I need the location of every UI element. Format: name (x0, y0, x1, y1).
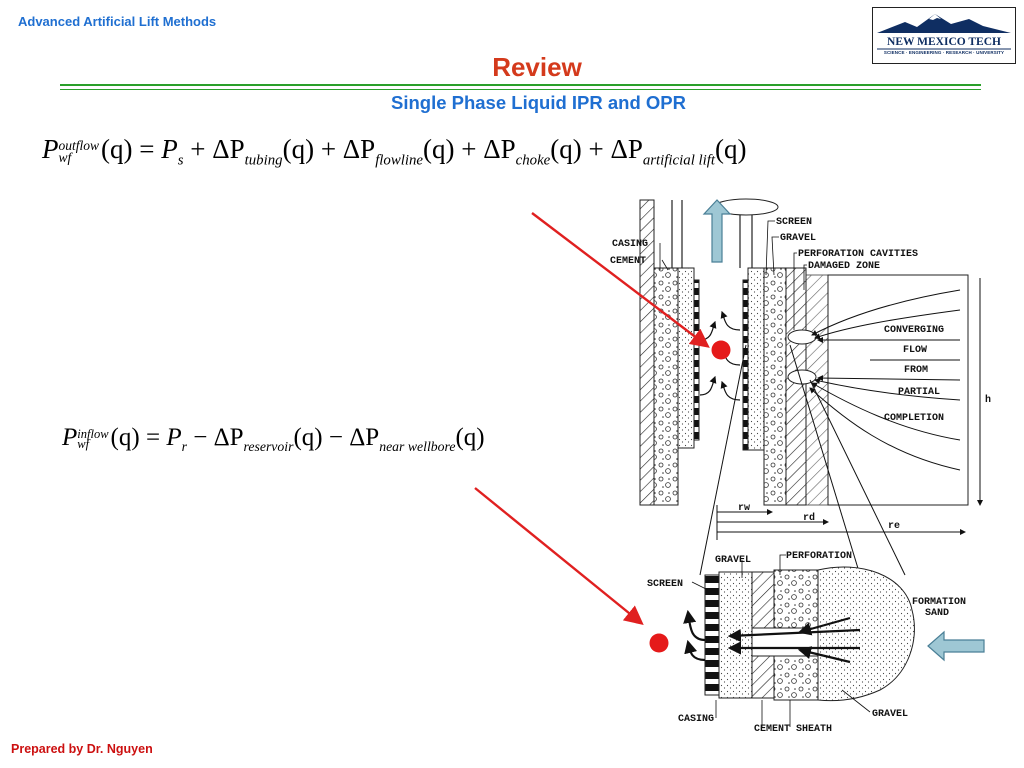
detail-projection-lines (699, 344, 906, 576)
label-screen: SCREEN (776, 217, 812, 228)
converging-flow-lines (809, 289, 961, 471)
university-logo: NEW MEXICO TECH SCIENCE · ENGINEERING · … (872, 7, 1016, 64)
flow-text-line-3: FROM (904, 365, 928, 376)
lower-detail (683, 566, 915, 702)
label-re: re (888, 521, 900, 532)
marker-dot-outflow (711, 340, 731, 360)
marker-dot-inflow (649, 633, 669, 653)
label-gravel-lower: GRAVEL (715, 555, 751, 566)
logo-name: NEW MEXICO TECH (887, 36, 1001, 48)
label-h: h (985, 394, 991, 406)
pointer-arrow-inflow (474, 487, 644, 626)
label-sand: SAND (925, 608, 949, 619)
label-rw: rw (738, 503, 750, 514)
label-perforation: PERFORATION (786, 551, 852, 562)
title-divider (60, 84, 981, 86)
slide-title: Review (492, 52, 582, 82)
label-cement: CEMENT (610, 256, 646, 267)
label-gravel-lower-2: GRAVEL (872, 709, 908, 720)
slide-subtitle: Single Phase Liquid IPR and OPR (390, 92, 686, 113)
label-rd: rd (803, 512, 815, 524)
label-screen-lower: SCREEN (647, 579, 683, 590)
dimension-lines (716, 278, 983, 540)
prepared-by: Prepared by Dr. Nguyen (11, 742, 153, 756)
course-title: Advanced Artificial Lift Methods (18, 14, 217, 29)
flow-text-line-4: PARTIAL (898, 387, 940, 398)
label-gravel: GRAVEL (780, 233, 816, 244)
upper-wellbore-left (639, 199, 700, 506)
mountain-logo-icon (877, 14, 1011, 50)
label-cement-sheath: CEMENT SHEATH (754, 724, 832, 735)
flow-text-line-1: CONVERGING (884, 325, 944, 336)
flow-text-line-5: COMPLETION (884, 413, 944, 424)
pointer-arrow-outflow (531, 212, 710, 348)
label-perforation-cavities: PERFORATION CAVITIES (798, 249, 918, 260)
flow-text-line-2: FLOW (903, 345, 927, 356)
reservoir-zone (827, 274, 969, 506)
label-casing: CASING (612, 239, 648, 250)
inflow-arrow (927, 630, 985, 662)
label-casing-lower: CASING (678, 714, 714, 725)
title-divider-thin (60, 89, 981, 90)
logo-tagline: SCIENCE · ENGINEERING · RESEARCH · UNIVE… (883, 50, 1005, 55)
production-up-arrow (702, 199, 732, 263)
label-formation: FORMATION (912, 597, 966, 608)
label-leaders (659, 220, 807, 330)
label-damaged-zone: DAMAGED ZONE (808, 261, 880, 272)
upper-wellbore-right (713, 198, 829, 506)
